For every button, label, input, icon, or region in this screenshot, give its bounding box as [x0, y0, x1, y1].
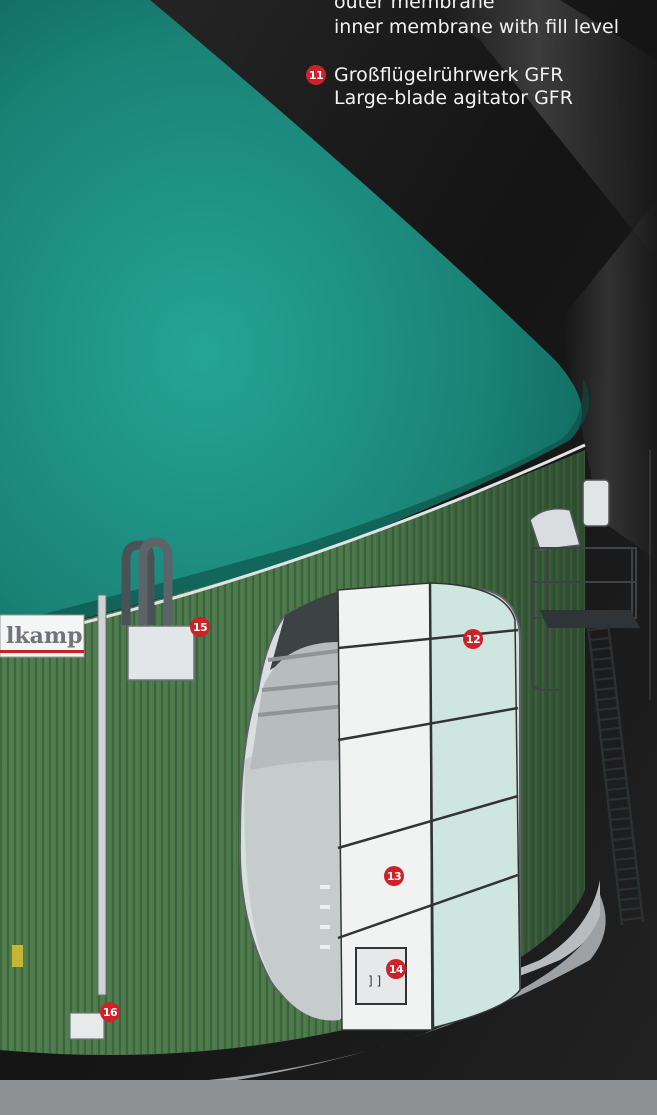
legend-item-11-de: Großflügelrührwerk GFR: [334, 64, 563, 86]
outer-membrane: [430, 583, 520, 1028]
small-junction-box: [70, 1013, 104, 1039]
callout-14: 14: [386, 959, 406, 979]
svg-text:] ]: ] ]: [368, 974, 381, 988]
callout-16: 16: [100, 1002, 120, 1022]
brand-sign-text: lkamp: [6, 623, 83, 649]
legend-item-10-outer-membrane: outer membrane: [334, 0, 495, 13]
callout-12: 12: [463, 629, 483, 649]
callout-13: 13: [384, 866, 404, 886]
legend-item-10-inner-membrane: inner membrane with fill level: [334, 16, 619, 38]
legend-badge-11: 11: [306, 65, 326, 85]
junction-box: [128, 626, 194, 680]
legend-item-11-en: Large-blade agitator GFR: [334, 87, 573, 109]
callout-15: 15: [190, 617, 210, 637]
